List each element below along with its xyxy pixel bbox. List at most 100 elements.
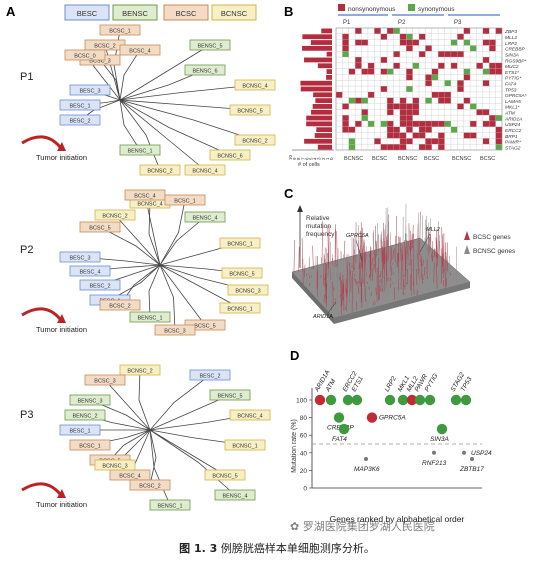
- heatmap-cell: [380, 33, 388, 40]
- landscape-spike: [441, 227, 443, 267]
- histogram-tick: 10: [288, 154, 293, 160]
- heatmap-cell: [406, 33, 413, 40]
- histogram-bar: [306, 115, 332, 121]
- tree-leaf-box: [94, 459, 136, 471]
- landscape-spike: [415, 251, 417, 259]
- legend-a-label: BENSC: [122, 9, 148, 18]
- gene-label: GPRC5A*: [505, 93, 527, 99]
- label-leader: [355, 239, 363, 261]
- landscape-spike: [353, 267, 356, 270]
- landscape-spike: [439, 240, 441, 273]
- histogram-bar: [326, 69, 332, 74]
- tree-leaf-label: BCSC_2: [94, 44, 115, 50]
- heatmap-cell: [387, 103, 394, 110]
- y-tick-label: 20: [300, 468, 308, 475]
- histogram-bar: [311, 109, 332, 115]
- landscape-spike: [387, 207, 389, 249]
- tree-branch: [99, 59, 121, 101]
- heatmap-cell: [342, 126, 349, 133]
- heatmap-cell: [406, 126, 413, 133]
- landscape-spike: [321, 268, 324, 272]
- landscape-spike: [413, 280, 415, 295]
- heatmap-cell: [399, 103, 407, 110]
- mutation-point: [333, 412, 345, 423]
- heatmap-cell: [399, 33, 407, 40]
- tree-leaf-label: BESC_4: [79, 270, 100, 276]
- histogram-bar: [304, 138, 332, 144]
- tree-leaf-box: [149, 499, 191, 511]
- heatmap-cell: [463, 97, 471, 104]
- mutation-point: [342, 394, 354, 406]
- landscape-spike: [412, 233, 415, 254]
- gene-point-label: USP24: [471, 450, 492, 457]
- gene-label: MUC2: [505, 64, 519, 70]
- tree-leaf-box: [227, 284, 269, 296]
- histogram-tick: 0: [329, 157, 334, 160]
- landscape-spike: [425, 263, 427, 285]
- landscape-spike: [394, 248, 396, 264]
- landscape-ylabel: Relative: [306, 215, 330, 222]
- heatmap-cell: [380, 57, 388, 63]
- landscape-spike: [422, 259, 424, 266]
- landscape-spike: [393, 272, 395, 275]
- patient-label-b: P1: [343, 20, 351, 26]
- landscape-spike: [437, 228, 439, 266]
- landscape-spike: [416, 242, 418, 271]
- tree-leaf-box: [164, 194, 206, 206]
- tree-leaf-label: BENSC_2: [72, 414, 97, 420]
- group-label: BCNSC: [398, 156, 417, 162]
- tumor-initiation-label: Tumor initiation: [36, 500, 87, 509]
- tree-leaf-label: BESC_2: [89, 284, 110, 290]
- heatmap-cell: [393, 62, 400, 69]
- label-leader: [327, 301, 337, 314]
- tree-leaf-box: [189, 369, 231, 381]
- histogram-tick: 2: [321, 157, 326, 160]
- landscape-spike: [351, 265, 353, 268]
- landscape-spike: [343, 240, 346, 259]
- heatmap-cell: [361, 39, 368, 46]
- landscape-spike: [386, 266, 388, 301]
- heatmap-cell: [431, 120, 439, 127]
- tree-branch: [99, 226, 161, 266]
- landscape-ylabel: frequency: [306, 231, 335, 238]
- legend-a-label: BESC: [77, 9, 98, 18]
- heatmap-cell: [342, 115, 349, 121]
- panel-label-a: A: [6, 4, 16, 19]
- heatmap-cell: [367, 68, 375, 75]
- heatmap-cell: [463, 74, 471, 81]
- histogram-bar: [316, 127, 332, 133]
- legend-a-swatch: [64, 4, 110, 21]
- heatmap-cell: [367, 91, 375, 98]
- tree-leaf-label: BENSC_5: [217, 394, 242, 400]
- label-gprc5a: GPRC5A: [346, 233, 369, 239]
- landscape-spike: [404, 253, 406, 290]
- group-label: BCNSC: [344, 156, 363, 162]
- mutation-point: [450, 394, 462, 406]
- heatmap-cell: [438, 138, 445, 145]
- landscape-spike: [336, 231, 338, 268]
- tree-branch: [159, 264, 241, 309]
- heatmap-cell: [489, 39, 496, 46]
- mutation-point: [397, 394, 409, 406]
- patient-label: P2: [20, 244, 33, 256]
- tree-leaf-box: [59, 99, 101, 111]
- heatmap-cell: [495, 144, 502, 150]
- gene-label: ARID1A: [504, 116, 522, 122]
- landscape-spike: [447, 260, 449, 282]
- tree-leaf-label: BCSC_3: [89, 59, 110, 65]
- legend-synonymous-swatch: [408, 4, 415, 11]
- tree-branch: [119, 99, 251, 111]
- landscape-spike: [435, 239, 437, 269]
- heatmap-cell: [450, 62, 458, 69]
- tree-leaf-label: BESC_2: [199, 374, 220, 380]
- mutation-point: [314, 394, 326, 406]
- legend-bcnsc-label: BCNSC genes: [473, 248, 516, 255]
- heatmap-cell: [463, 39, 471, 46]
- histogram-bar: [314, 133, 332, 138]
- heatmap-cell: [495, 28, 502, 34]
- tree-leaf-box: [184, 164, 226, 176]
- tree-leaf-label: BCSC_5: [89, 226, 110, 232]
- landscape-spike: [406, 253, 408, 278]
- tree-leaf-box: [79, 221, 121, 233]
